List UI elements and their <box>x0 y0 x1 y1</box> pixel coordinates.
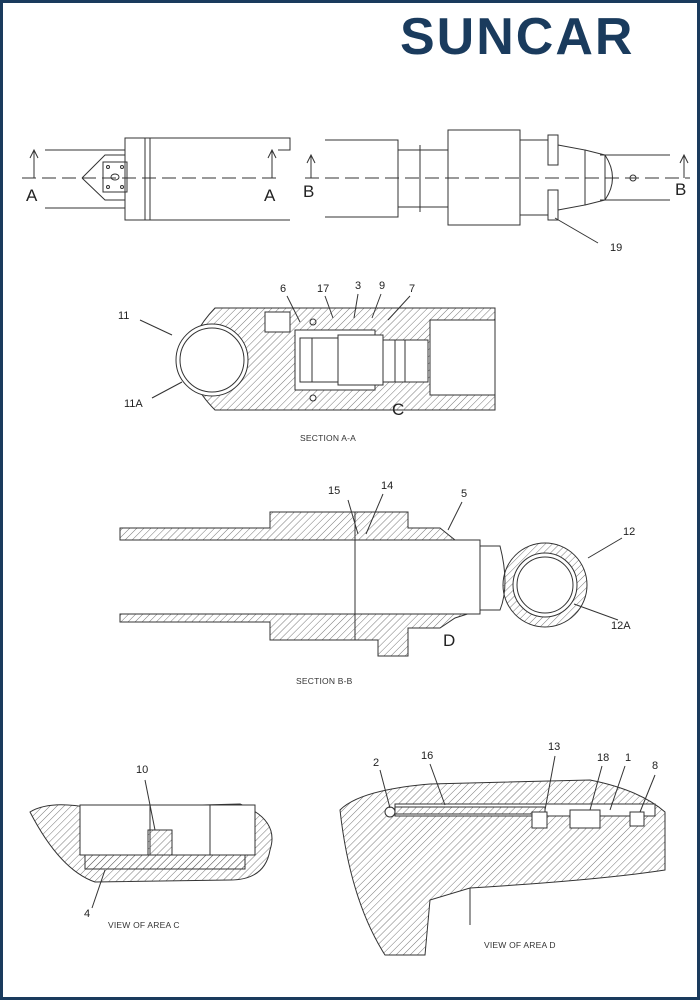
callout-14: 14 <box>381 480 394 492</box>
callout-19: 19 <box>610 242 623 254</box>
section-mark-a-left: A <box>26 186 38 205</box>
caption-view-d: VIEW OF AREA D <box>484 940 556 950</box>
callout-17: 17 <box>317 283 330 295</box>
logo-text: SUNCAR <box>400 8 634 66</box>
section-a-a <box>139 293 496 411</box>
view-area-d <box>339 755 666 956</box>
callout-11a: 11A <box>124 398 143 410</box>
section-mark-a-right: A <box>264 186 276 205</box>
exterior-view-a <box>22 137 291 221</box>
callout-11: 11 <box>118 310 130 322</box>
callout-12: 12 <box>623 526 636 538</box>
caption-section-bb: SECTION B-B <box>296 676 353 686</box>
callout-1: 1 <box>625 752 632 764</box>
callout-13: 13 <box>548 741 561 753</box>
callout-4: 4 <box>84 908 91 920</box>
callout-16: 16 <box>421 750 434 762</box>
callout-9: 9 <box>379 280 386 292</box>
callout-10: 10 <box>136 764 149 776</box>
callout-7: 7 <box>409 283 416 295</box>
exterior-view-b <box>305 129 690 244</box>
section-b-b <box>119 493 623 657</box>
callout-6: 6 <box>280 283 287 295</box>
callout-12a: 12A <box>611 620 631 632</box>
callout-8: 8 <box>652 760 659 772</box>
callout-15: 15 <box>328 485 341 497</box>
callout-3: 3 <box>355 280 362 292</box>
callout-5: 5 <box>461 488 468 500</box>
view-area-c <box>29 779 273 909</box>
caption-section-aa: SECTION A-A <box>300 433 357 443</box>
detail-letter-c: C <box>392 400 405 419</box>
caption-view-c: VIEW OF AREA C <box>108 920 180 930</box>
suncar-logo: SUNCAR <box>400 8 634 66</box>
callout-2: 2 <box>373 757 380 769</box>
section-mark-b-left: B <box>303 182 315 201</box>
callout-18: 18 <box>597 752 610 764</box>
section-mark-b-right: B <box>675 180 687 199</box>
detail-letter-d: D <box>443 631 456 650</box>
